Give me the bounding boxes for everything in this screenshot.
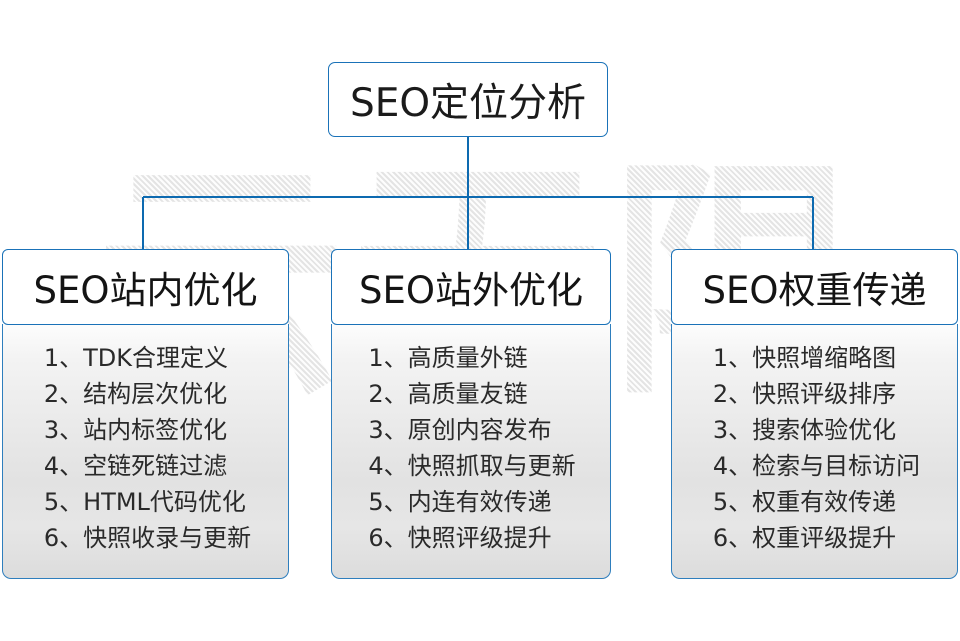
root-node-title: SEO定位分析 <box>349 80 587 126</box>
branch-2-header[interactable]: SEO站外优化 <box>331 249 611 325</box>
list-item: 5、内连有效传递 <box>368 488 552 516</box>
list-item: 5、权重有效传递 <box>712 488 897 516</box>
list-item: 2、结构层次优化 <box>43 380 228 408</box>
branch-3-title: SEO权重传递 <box>702 269 927 312</box>
branch-3-body: 1、快照增缩略图 2、快照评级排序 3、搜索体验优化 4、检索与目标访问 5、权… <box>671 324 958 579</box>
branch-3-list: 1、快照增缩略图 2、快照评级排序 3、搜索体验优化 4、检索与目标访问 5、权… <box>709 340 920 556</box>
list-item: 6、快照评级提升 <box>368 524 552 552</box>
list-item: 1、快照增缩略图 <box>712 344 897 372</box>
branch-card-1: SEO站内优化 1、TDK合理定义 2、结构层次优化 3、站内标签优化 4、空链… <box>2 249 289 579</box>
branch-2-list: 1、高质量外链 2、高质量友链 3、原创内容发布 4、快照抓取与更新 5、内连有… <box>366 340 575 556</box>
branch-1-header[interactable]: SEO站内优化 <box>2 249 289 325</box>
branch-1-body: 1、TDK合理定义 2、结构层次优化 3、站内标签优化 4、空链死链过滤 5、H… <box>2 324 289 579</box>
branch-1-title: SEO站内优化 <box>33 269 258 312</box>
root-node[interactable]: SEO定位分析 <box>328 62 608 137</box>
list-item: 4、检索与目标访问 <box>712 452 921 480</box>
list-item: 1、TDK合理定义 <box>43 344 229 372</box>
list-item: 4、空链死链过滤 <box>43 452 228 480</box>
branch-card-3: SEO权重传递 1、快照增缩略图 2、快照评级排序 3、搜索体验优化 4、检索与… <box>671 249 958 579</box>
list-item: 2、快照评级排序 <box>712 380 897 408</box>
branch-2-title: SEO站外优化 <box>359 269 583 312</box>
list-item: 3、搜索体验优化 <box>712 416 897 444</box>
list-item: 3、原创内容发布 <box>368 416 552 444</box>
list-item: 5、HTML代码优化 <box>43 488 246 516</box>
branch-1-list: 1、TDK合理定义 2、结构层次优化 3、站内标签优化 4、空链死链过滤 5、H… <box>40 340 251 556</box>
list-item: 2、高质量友链 <box>368 380 528 408</box>
list-item: 6、权重评级提升 <box>712 524 897 552</box>
list-item: 6、快照收录与更新 <box>43 524 252 552</box>
list-item: 4、快照抓取与更新 <box>368 452 576 480</box>
branch-card-2: SEO站外优化 1、高质量外链 2、高质量友链 3、原创内容发布 4、快照抓取与… <box>331 249 611 579</box>
branch-3-header[interactable]: SEO权重传递 <box>671 249 958 325</box>
list-item: 3、站内标签优化 <box>43 416 228 444</box>
list-item: 1、高质量外链 <box>368 344 528 372</box>
branch-2-body: 1、高质量外链 2、高质量友链 3、原创内容发布 4、快照抓取与更新 5、内连有… <box>331 324 611 579</box>
